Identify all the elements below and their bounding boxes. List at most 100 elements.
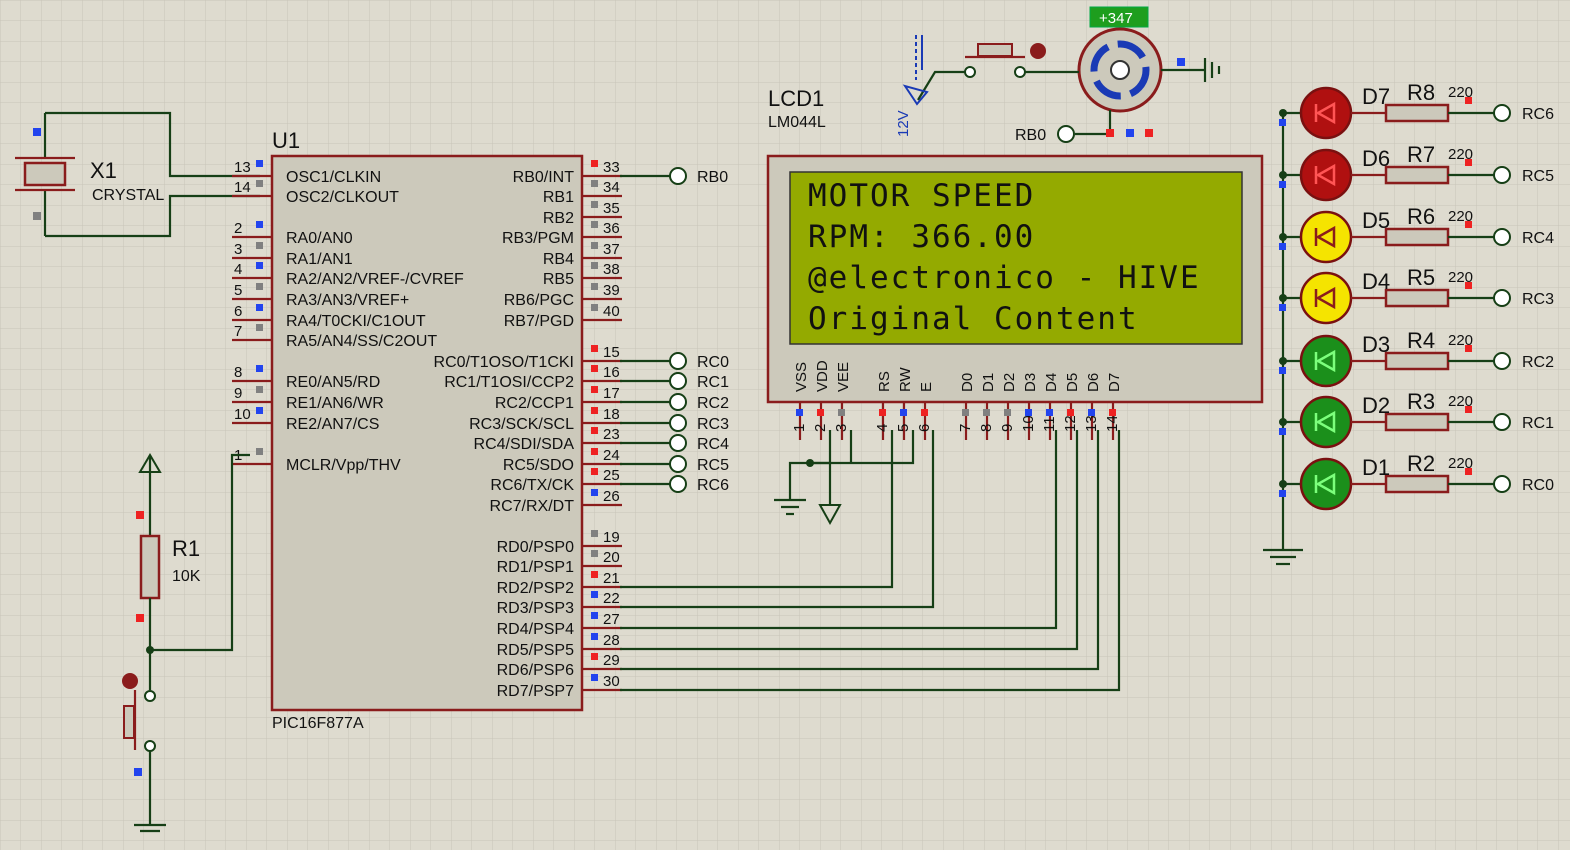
mcu-pin-number: 15 [603, 344, 620, 361]
resistor-body[interactable] [1384, 227, 1450, 247]
lcd-module[interactable]: MOTOR SPEED RPM: 366.00 @electronico - H… [766, 86, 1264, 440]
pin-state-marker [591, 427, 598, 434]
mcu-pin-name: RA1/AN1 [286, 251, 353, 268]
pin-state-marker [1025, 409, 1032, 416]
mcu-pin-number: 35 [603, 200, 620, 217]
lcd-pin-number: 3 [833, 424, 850, 432]
resistor-r1[interactable]: R1 10K [136, 453, 250, 690]
lcd-screen [789, 171, 1243, 345]
terminal-rb0-motor[interactable] [1057, 125, 1075, 143]
mcu-pin-name: RD5/PSP5 [497, 642, 574, 659]
led-body[interactable] [1299, 210, 1353, 264]
pin-state-marker [256, 324, 263, 331]
lcd-pin-number: 11 [1041, 416, 1058, 432]
terminal-rc5[interactable] [669, 455, 687, 473]
led-ref: D2 [1362, 393, 1390, 418]
mcu-pin-name: RC7/RX/DT [490, 498, 575, 515]
lcd-pin-number: 14 [1104, 415, 1121, 432]
pin-state-marker [591, 612, 598, 619]
terminal-rc6[interactable] [1493, 104, 1511, 122]
pin-state-marker [591, 571, 598, 578]
resistor-value: 220 [1448, 146, 1473, 163]
terminal-label: RC4 [697, 436, 729, 453]
lcd-pin-number: 1 [791, 424, 808, 432]
resistor-body[interactable] [1384, 288, 1450, 308]
mcu-pin-number: 25 [603, 467, 620, 484]
led-body[interactable] [1299, 334, 1353, 388]
mcu-pin-name: RB3/PGM [502, 230, 574, 247]
led-body[interactable] [1299, 395, 1353, 449]
mcu-pin-number: 10 [234, 406, 251, 423]
lcd-pin-number: 7 [957, 424, 974, 432]
mcu-pin-number: 38 [603, 261, 620, 278]
mcu-pin-number: 33 [603, 159, 620, 176]
lcd-line-3: @electronico - HIVE [808, 260, 1201, 296]
terminal-rb0-left[interactable] [669, 167, 687, 185]
pin-state-marker [1088, 409, 1095, 416]
led-body[interactable] [1299, 271, 1353, 325]
terminal-rc4[interactable] [669, 434, 687, 452]
pin-state-marker [591, 242, 598, 249]
mcu-pin-number: 7 [234, 323, 242, 340]
led-body[interactable] [1299, 457, 1353, 511]
terminal-rc1[interactable] [1493, 413, 1511, 431]
resistor-ref: R3 [1407, 389, 1435, 414]
crystal-ref: X1 [90, 158, 117, 183]
terminal-rc2[interactable] [1493, 352, 1511, 370]
reset-button[interactable] [122, 673, 166, 833]
mcu-pin-number: 40 [603, 303, 620, 320]
terminal-label: RC5 [697, 457, 729, 474]
motor-supply-label: 12V [895, 110, 912, 137]
resistor-body[interactable] [1384, 351, 1450, 371]
mcu-pin-name: RC3/SCK/SCL [469, 416, 574, 433]
led-body[interactable] [1299, 148, 1353, 202]
terminal-rc5[interactable] [1493, 166, 1511, 184]
resistor-body[interactable] [1384, 474, 1450, 494]
mcu-pin-number: 17 [603, 385, 620, 402]
pin-state-marker [1279, 367, 1286, 374]
mcu-pin-name: RC1/T1OSI/CCP2 [444, 374, 574, 391]
led-ref: D7 [1362, 84, 1390, 109]
pin-state-marker [256, 283, 263, 290]
pin-state-marker [1465, 345, 1472, 352]
lcd-line-1: MOTOR SPEED [808, 178, 1035, 214]
terminal-rc4[interactable] [1493, 228, 1511, 246]
mcu-pin-number: 3 [234, 241, 242, 258]
lcd-ref: LCD1 [768, 86, 824, 111]
lcd-pin-label: D7 [1106, 373, 1123, 392]
resistor-ref: R7 [1407, 142, 1435, 167]
crystal-x1[interactable]: X1 CRYSTAL [15, 111, 260, 238]
mcu-u1[interactable]: 13OSC1/CLKIN14OSC2/CLKOUT2RA0/AN03RA1/AN… [232, 128, 622, 732]
resistor-body[interactable] [1384, 165, 1450, 185]
mcu-body[interactable] [270, 154, 584, 712]
terminal-rc0[interactable] [1493, 475, 1511, 493]
terminal-rb0-label: RB0 [697, 169, 728, 186]
pin-state-marker [256, 304, 263, 311]
pin-state-marker [256, 365, 263, 372]
mcu-part: PIC16F877A [272, 715, 364, 732]
pin-state-marker [591, 201, 598, 208]
terminal-rc1[interactable] [669, 372, 687, 390]
resistor-body[interactable] [1384, 103, 1450, 123]
terminal-rc3[interactable] [1493, 289, 1511, 307]
mcu-pin-name: RC5/SDO [503, 457, 574, 474]
pin-state-marker [1465, 468, 1472, 475]
terminal-rc2[interactable] [669, 393, 687, 411]
motor-circuit[interactable]: +347 12V RB0 [895, 6, 1221, 144]
mcu-pin-number: 34 [603, 179, 620, 196]
led-body[interactable] [1299, 86, 1353, 140]
resistor-body[interactable] [1384, 412, 1450, 432]
led-ref: D5 [1362, 208, 1390, 233]
terminal-rc6[interactable] [669, 475, 687, 493]
terminal-rc3[interactable] [669, 414, 687, 432]
terminal-rc0[interactable] [669, 352, 687, 370]
pin-state-marker [591, 180, 598, 187]
